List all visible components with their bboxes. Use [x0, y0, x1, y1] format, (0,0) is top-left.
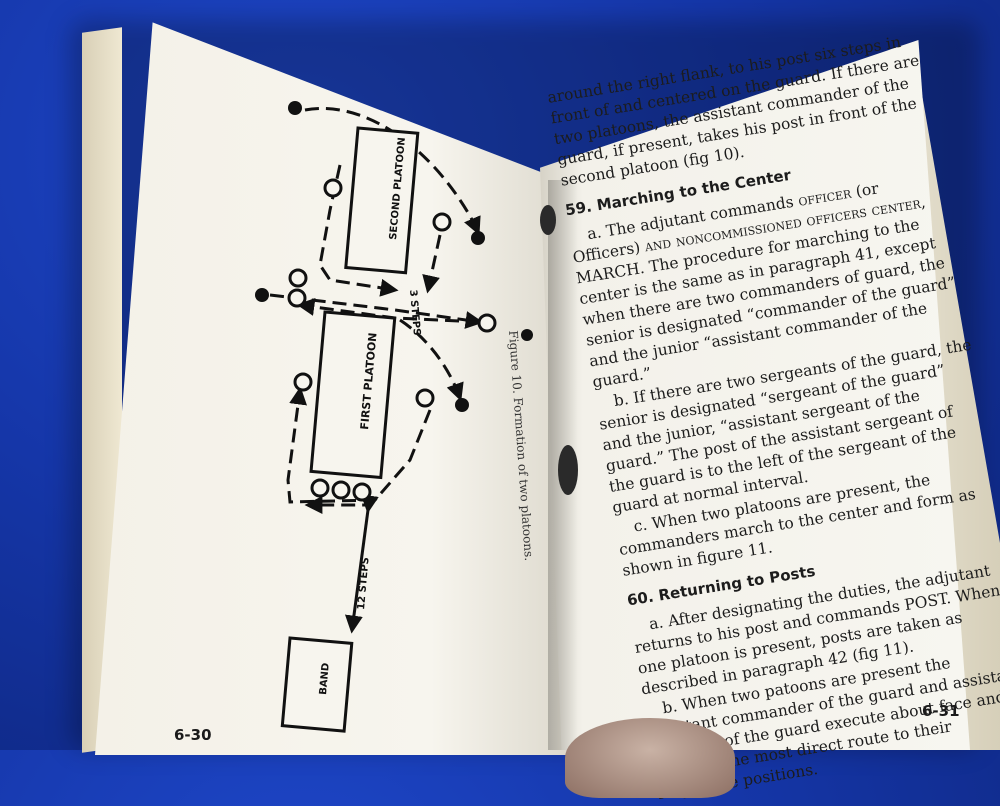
- march-path: [344, 494, 379, 634]
- guard-marker: [415, 388, 435, 408]
- guard-marker: [287, 288, 307, 308]
- post-marker: [521, 329, 533, 341]
- thumb: [565, 718, 735, 798]
- binding-hole: [540, 205, 556, 235]
- guard-marker: [293, 372, 313, 392]
- twelve-steps-label: 12 STEPS: [356, 557, 372, 611]
- post-marker: [471, 231, 485, 245]
- march-path: [399, 318, 464, 402]
- section-59-number: 59.: [563, 197, 594, 220]
- three-steps-label: 3 STEPS: [407, 289, 422, 336]
- guard-marker: [352, 482, 372, 502]
- march-path: [422, 234, 442, 294]
- guard-marker: [310, 478, 330, 498]
- binding-hole: [558, 445, 578, 495]
- band-label: BAND: [318, 662, 332, 695]
- guard-marker: [323, 178, 343, 198]
- post-marker: [455, 398, 469, 412]
- second-platoon-box: [344, 126, 420, 275]
- first-platoon-box: [309, 310, 397, 480]
- guard-marker: [432, 212, 452, 232]
- right-page: [540, 40, 970, 750]
- march-path: [304, 107, 481, 236]
- guard-marker: [331, 480, 351, 500]
- guard-marker: [288, 268, 308, 288]
- march-path: [286, 386, 432, 504]
- post-marker: [255, 288, 269, 302]
- guard-marker: [477, 313, 497, 333]
- formation-diagram: SECOND PLATOON FIRST PLATOON BAND 3 STEP…: [255, 101, 533, 733]
- adjutant-marker: [288, 101, 302, 115]
- right-page-number: 6-31: [922, 702, 960, 720]
- section-60-number: 60.: [625, 587, 655, 610]
- band-box: [280, 636, 354, 733]
- left-page-number: 6-30: [174, 726, 212, 744]
